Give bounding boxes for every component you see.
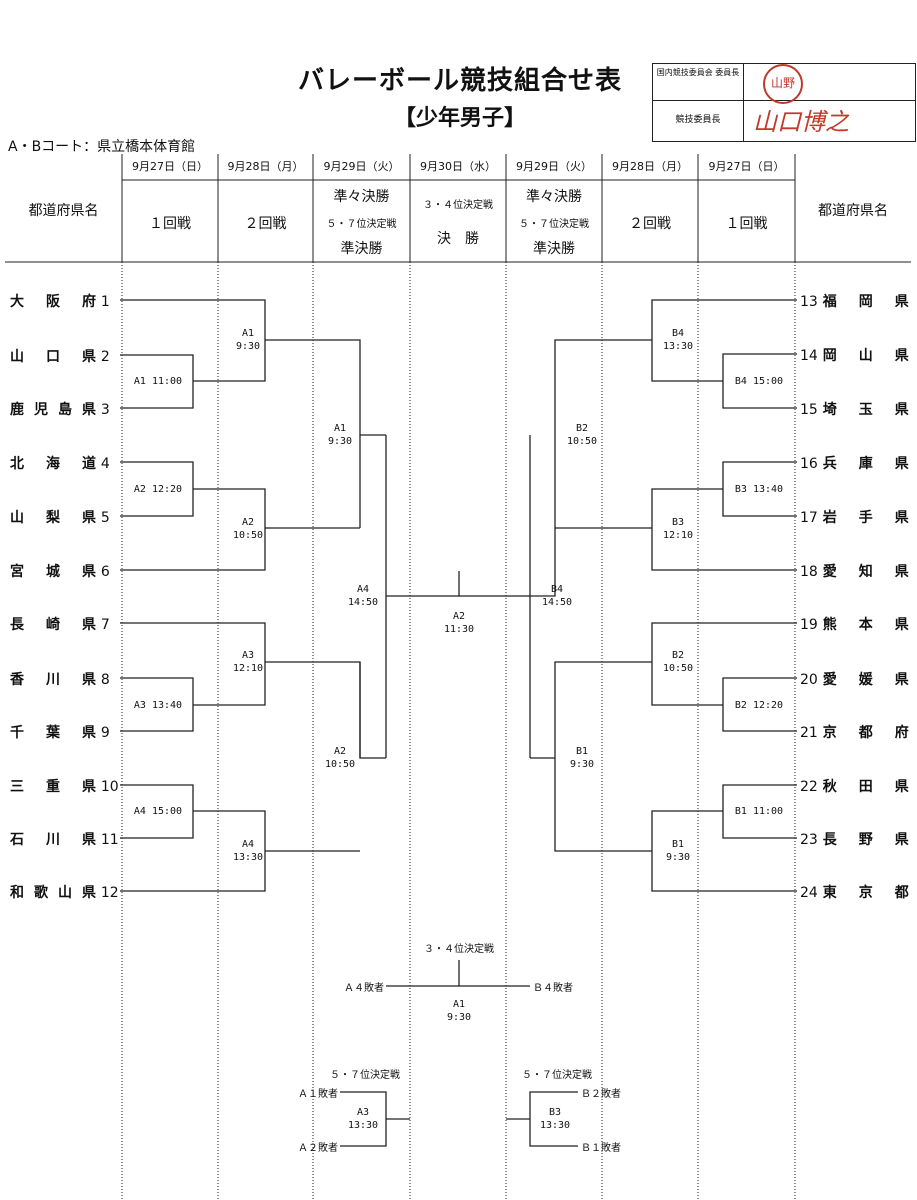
header-round1-right: １回戦 [725,216,768,232]
header-round2-right: ２回戦 [629,216,671,232]
header-sf-right: 準決勝 [533,241,575,257]
team-right-22: 22 秋田県 [800,779,909,795]
team-left-4: 北海道 4 [10,456,110,472]
team-right-16: 16 兵庫県 [800,456,909,472]
header-date-2: 9月28日（月） [227,160,304,173]
page-subtitle: 【少年男子】 [393,106,526,131]
header-qf-left: 準々決勝 [333,189,390,205]
place57-right-a: Ｂ２敗者 [581,1089,621,1100]
team-right-15: 15 埼玉県 [800,402,909,418]
team-left-2: 山口県 2 [10,349,110,365]
third-place-title: ３・４位決定戦 [424,944,494,955]
seal-stamp: 山野 [763,64,803,104]
team-right-17: 17 岩手県 [800,510,909,526]
place57-right-title: ５・７位決定戦 [522,1070,592,1081]
header-sf-left: 準決勝 [340,241,383,257]
page-title: バレーボール競技組合せ表 [297,66,622,96]
place57-left-title: ５・７位決定戦 [330,1070,400,1081]
team-right-18: 18 愛知県 [800,564,909,580]
handwritten-signature: 山口博之 [753,108,849,136]
header-date-4: 9月30日（水） [420,160,496,173]
team-right-14: 14 岡山県 [800,348,909,364]
header-date-5: 9月29日（火） [516,160,592,173]
header-date-3: 9月29日（火） [323,160,400,173]
place57-left-a: Ａ１敗者 [298,1089,338,1100]
header-place57-left: ５・７位決定戦 [326,219,397,230]
header-date-6: 9月28日（月） [612,160,688,173]
header-round1-left: １回戦 [149,216,191,232]
header-date-1: 9月27日（日） [132,160,208,173]
team-left-10: 三重県 10 [10,779,119,795]
team-right-13: 13 福岡県 [800,294,909,310]
team-left-7: 長崎県 7 [10,617,110,633]
signature-box: 国内競技委員会 委員長 競技委員長 山野 山口博之 [652,63,916,142]
header-date-7: 9月27日（日） [708,160,785,173]
header-pref-right: 都道府県名 [818,203,888,219]
third-place-left: Ａ４敗者 [344,983,384,994]
team-right-21: 21 京都府 [800,725,909,741]
team-right-20: 20 愛媛県 [800,672,909,688]
place57-right-b: Ｂ１敗者 [581,1143,621,1154]
team-left-8: 香川県 8 [10,672,110,688]
match-label: B1 11:00 [734,806,784,817]
team-left-6: 宮城県 6 [10,564,110,580]
team-left-5: 山梨県 5 [10,510,110,526]
header-place57-right: ５・７位決定戦 [519,219,589,230]
match-label: B2 12:20 [734,700,784,711]
match-label: A2 12:20 [133,484,183,495]
header-round2-left: ２回戦 [244,216,287,232]
place57-left-b: Ａ２敗者 [298,1143,338,1154]
third-place-right: Ｂ４敗者 [533,983,573,994]
match-label: A1 11:00 [133,376,183,387]
team-right-19: 19 熊本県 [800,617,909,633]
match-label: B4 15:00 [734,376,784,387]
team-left-11: 石川県 11 [10,832,119,848]
header-place34: ３・４位決定戦 [423,200,493,211]
team-right-23: 23 長野県 [800,832,909,848]
signer-role-competition: 競技委員長 [675,115,721,125]
signer-role-committee: 国内競技委員会 委員長 [656,68,740,77]
match-label: B3 13:40 [734,484,784,495]
match-label: A3 13:40 [133,700,183,711]
team-right-24: 24 東京都 [800,885,909,901]
match-label: A4 15:00 [133,806,183,817]
team-left-12: 和歌山県 12 [10,885,119,901]
header-final: 決 勝 [437,231,479,247]
team-left-3: 鹿児島県 3 [10,402,110,418]
bracket-grid [5,154,911,1200]
team-left-1: 大阪府 1 [10,294,110,310]
header-qf-right: 準々決勝 [526,189,582,205]
venue-label: A・Bコート：県立橋本体育館 [8,139,196,155]
header-pref-left: 都道府県名 [28,203,99,219]
team-left-9: 千葉県 9 [10,725,110,741]
